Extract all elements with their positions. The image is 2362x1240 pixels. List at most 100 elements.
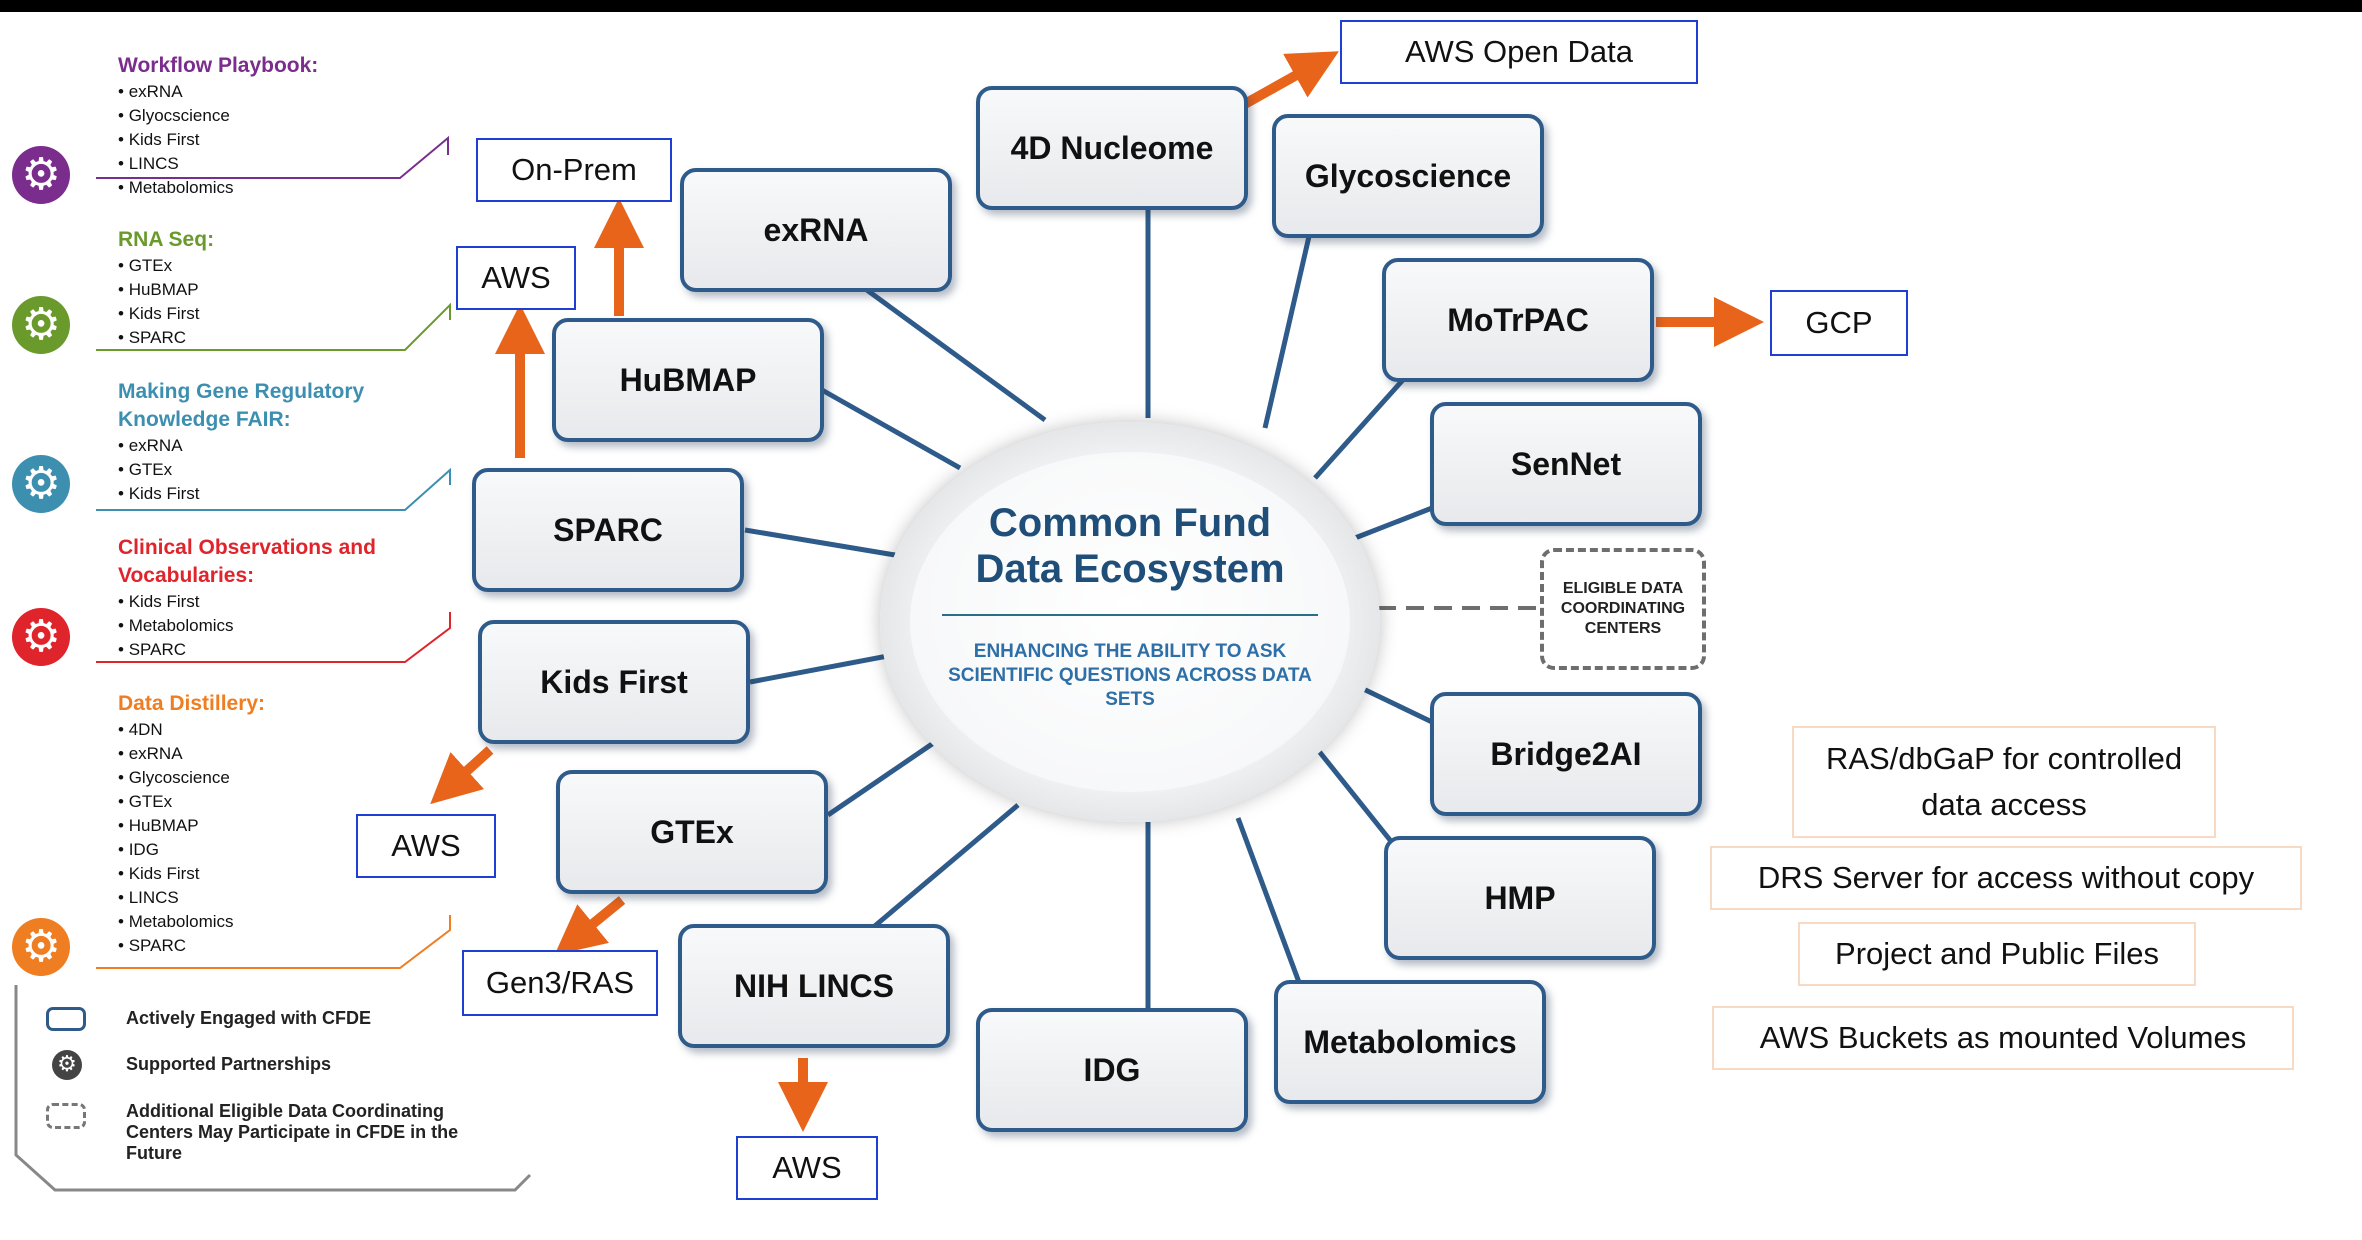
spoke-hubmap bbox=[820, 387, 962, 471]
node-metabolomics: Metabolomics bbox=[1274, 980, 1546, 1104]
list-item: Metabolomics bbox=[118, 614, 234, 638]
arrow-gen3-ras bbox=[554, 896, 626, 956]
category-list: exRNA Glyocscience Kids First LINCS Meta… bbox=[118, 80, 234, 200]
list-item: Glycoscience bbox=[118, 766, 234, 790]
list-item: exRNA bbox=[118, 434, 200, 458]
list-item: Glyocscience bbox=[118, 104, 234, 128]
category-title: RNA Seq: bbox=[118, 228, 215, 251]
spoke-sparc bbox=[744, 527, 896, 558]
tag-gen3-ras: Gen3/RAS bbox=[462, 950, 658, 1016]
tag-on-prem: On-Prem bbox=[476, 138, 672, 202]
list-item: SPARC bbox=[118, 934, 234, 958]
feature-aws-buckets: AWS Buckets as mounted Volumes bbox=[1712, 1006, 2294, 1070]
legend-border bbox=[14, 985, 532, 1192]
tag-aws-open-data: AWS Open Data bbox=[1340, 20, 1698, 84]
node-hmp: HMP bbox=[1384, 836, 1656, 960]
list-item: GTEx bbox=[118, 790, 234, 814]
hub-title-line1: Common Fund bbox=[988, 501, 1272, 545]
arrow-aws-kidsfirst bbox=[430, 746, 494, 805]
node-exrna: exRNA bbox=[680, 168, 952, 292]
node-glycoscience: Glycoscience bbox=[1272, 114, 1544, 238]
legend-label: Supported Partnerships bbox=[126, 1054, 332, 1074]
list-item: SPARC bbox=[118, 326, 200, 350]
list-item: Kids First bbox=[118, 482, 200, 506]
spoke-gtex bbox=[826, 739, 937, 818]
category-list: GTEx HuBMAP Kids First SPARC bbox=[118, 254, 200, 350]
hub-spokes bbox=[744, 208, 1434, 1010]
list-item: LINCS bbox=[118, 886, 234, 910]
spoke-lincs bbox=[868, 803, 1020, 932]
list-item: LINCS bbox=[118, 152, 234, 176]
hub-divider bbox=[942, 614, 1318, 616]
list-item: SPARC bbox=[118, 638, 234, 662]
hub-title-line2: Data Ecosystem bbox=[975, 547, 1285, 591]
node-idg: IDG bbox=[976, 1008, 1248, 1132]
node-box-icon bbox=[46, 1007, 86, 1031]
spoke-sennet bbox=[1354, 505, 1433, 541]
tag-aws-kids-first: AWS bbox=[356, 814, 496, 878]
list-item: Kids First bbox=[118, 302, 200, 326]
tag-aws-lincs: AWS bbox=[736, 1136, 878, 1200]
hub-inner bbox=[910, 452, 1350, 792]
spoke-exrna bbox=[858, 282, 1047, 423]
tag-aws-hubmap: AWS bbox=[456, 246, 576, 310]
list-item: Metabolomics bbox=[118, 910, 234, 934]
node-hubmap: HuBMAP bbox=[552, 318, 824, 442]
feature-project-public-files: Project and Public Files bbox=[1798, 922, 2196, 986]
spoke-kidsfirst bbox=[749, 652, 894, 685]
gear-icon: ⚙ bbox=[12, 918, 70, 976]
category-title: Making Gene Regulatory Knowledge FAIR: bbox=[118, 380, 365, 431]
legend-label: Additional Eligible Data Coordinating Ce… bbox=[126, 1101, 459, 1163]
sidebar-brackets bbox=[96, 135, 451, 969]
node-kids-first: Kids First bbox=[478, 620, 750, 744]
dashed-box-icon bbox=[46, 1103, 86, 1129]
spoke-motrpac bbox=[1313, 370, 1412, 480]
legend: Actively Engaged with CFDE ⚙ Supported P… bbox=[16, 985, 516, 1190]
node-4d-nucleome: 4D Nucleome bbox=[976, 86, 1248, 210]
category-title: Data Distillery: bbox=[118, 692, 266, 715]
hub-title: Common Fund Data Ecosystem bbox=[880, 500, 1380, 592]
list-item: Kids First bbox=[118, 128, 234, 152]
tag-gcp: GCP bbox=[1770, 290, 1908, 356]
list-item: Kids First bbox=[118, 862, 234, 886]
node-sennet: SenNet bbox=[1430, 402, 1702, 526]
list-item: GTEx bbox=[118, 254, 200, 278]
gear-icon: ⚙ bbox=[12, 296, 70, 354]
arrow-aws-open-data bbox=[1240, 51, 1339, 110]
node-nih-lincs: NIH LINCS bbox=[678, 924, 950, 1048]
node-sparc: SPARC bbox=[472, 468, 744, 592]
node-bridge2ai: Bridge2AI bbox=[1430, 692, 1702, 816]
list-item: IDG bbox=[118, 838, 234, 862]
category-list: exRNA GTEx Kids First bbox=[118, 434, 200, 506]
spoke-metabolomics bbox=[1235, 817, 1303, 986]
category-list: Kids First Metabolomics SPARC bbox=[118, 590, 234, 662]
list-item: 4DN bbox=[118, 718, 234, 742]
list-item: Metabolomics bbox=[118, 176, 234, 200]
list-item: exRNA bbox=[118, 80, 234, 104]
spoke-hmp bbox=[1316, 748, 1392, 842]
deployment-arrows bbox=[430, 51, 1765, 1133]
list-item: GTEx bbox=[118, 458, 200, 482]
category-title: Clinical Observations and Vocabularies: bbox=[118, 536, 376, 587]
spoke-glycoscience bbox=[1262, 231, 1313, 429]
spoke-bridge2ai bbox=[1353, 682, 1434, 725]
category-list: 4DN exRNA Glycoscience GTEx HuBMAP IDG K… bbox=[118, 718, 234, 958]
feature-ras-dbgap: RAS/dbGaP for controlled data access bbox=[1792, 726, 2216, 838]
top-bar bbox=[0, 0, 2362, 12]
node-eligible: ELIGIBLE DATA COORDINATING CENTERS bbox=[1540, 548, 1706, 670]
hub-circle: Common Fund Data Ecosystem ENHANCING THE… bbox=[880, 422, 1380, 822]
node-motrpac: MoTrPAC bbox=[1382, 258, 1654, 382]
legend-label: Actively Engaged with CFDE bbox=[126, 1008, 372, 1028]
list-item: Kids First bbox=[118, 590, 234, 614]
gear-icon: ⚙ bbox=[52, 1050, 82, 1080]
node-gtex: GTEx bbox=[556, 770, 828, 894]
list-item: HuBMAP bbox=[118, 278, 200, 302]
category-title: Workflow Playbook: bbox=[118, 54, 319, 77]
hub-tagline: ENHANCING THE ABILITY TO ASK SCIENTIFIC … bbox=[948, 641, 1312, 710]
gear-icon: ⚙ bbox=[12, 608, 70, 666]
list-item: exRNA bbox=[118, 742, 234, 766]
gear-icon: ⚙ bbox=[12, 455, 70, 513]
list-item: HuBMAP bbox=[118, 814, 234, 838]
gear-icon: ⚙ bbox=[12, 146, 70, 204]
